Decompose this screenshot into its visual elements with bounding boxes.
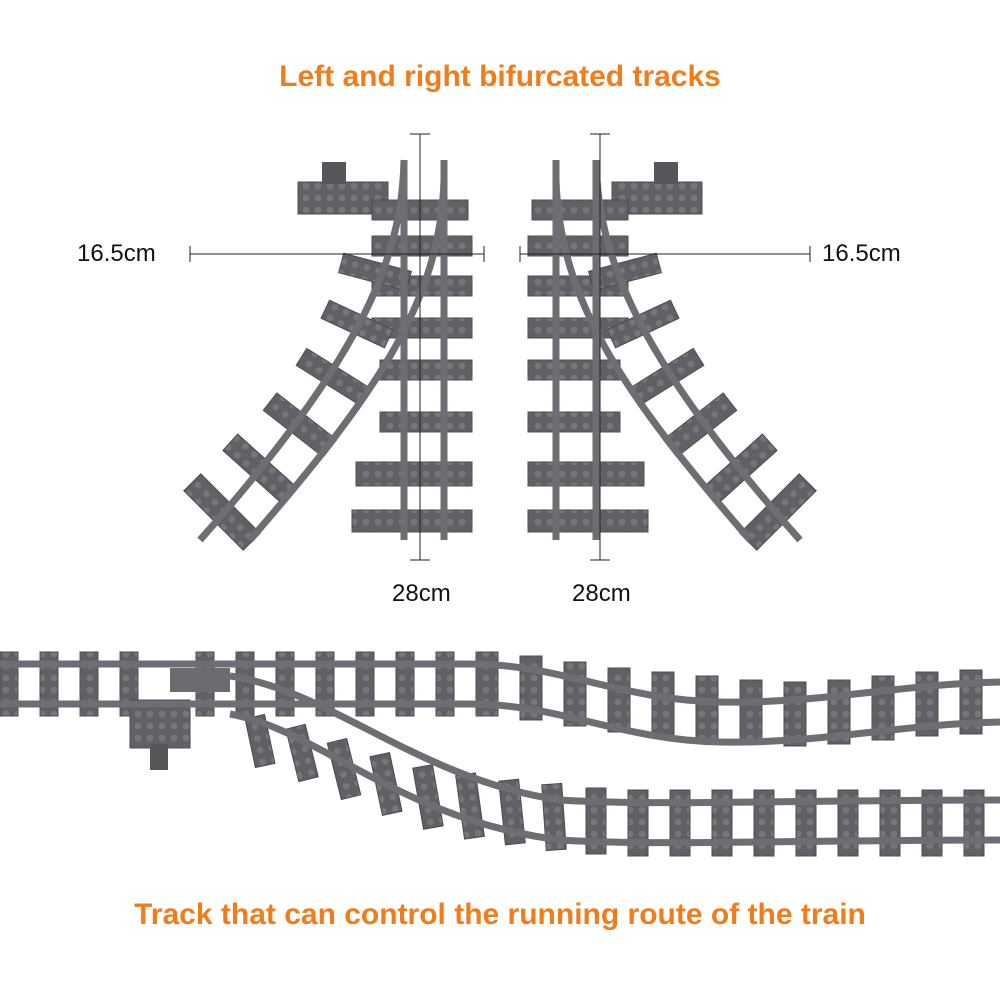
switch-blade xyxy=(170,668,230,692)
page-title: Left and right bifurcated tracks xyxy=(279,60,721,93)
right-width-label: 16.5cm xyxy=(822,240,901,267)
left-width-label: 16.5cm xyxy=(77,240,156,267)
dimension-lines xyxy=(189,133,811,561)
left-switch-track xyxy=(183,159,473,551)
footer-caption: Track that can control the running route… xyxy=(134,898,866,931)
right-switch-track xyxy=(527,159,817,551)
switch-base-plate xyxy=(129,699,191,749)
switch-lever xyxy=(150,744,168,770)
left-switch-lever xyxy=(322,162,346,184)
right-length-label: 28cm xyxy=(572,580,631,607)
left-length-label: 28cm xyxy=(392,580,451,607)
rails xyxy=(0,660,1000,847)
assembled-track-layout xyxy=(0,651,1000,857)
